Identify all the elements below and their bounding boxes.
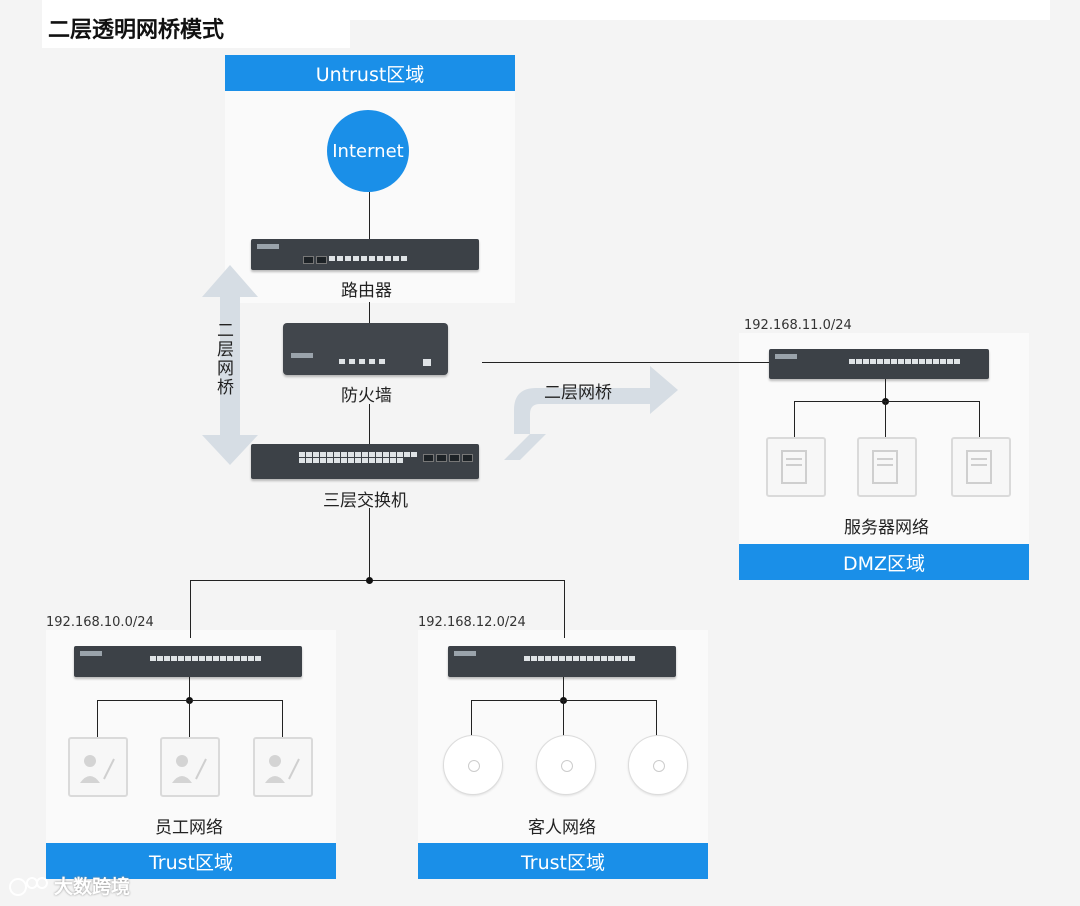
- server-icon: [766, 437, 826, 497]
- internet-router-line: [369, 192, 370, 239]
- staff-branch-right: [282, 700, 283, 738]
- guest-branch-right: [656, 700, 657, 738]
- guest-switch-ports: [524, 656, 635, 661]
- staff-switch-logo: [80, 651, 102, 656]
- l3-switch-label: 三层交换机: [323, 491, 408, 511]
- dmz-branch-left: [794, 401, 795, 437]
- distribution-line: [190, 580, 565, 581]
- l3-switch-device: [251, 444, 479, 479]
- firewall-dmz-line: [482, 362, 770, 363]
- l3-switch-ports: [299, 452, 419, 463]
- access-point-icon: [443, 735, 503, 795]
- guest-switch-logo: [454, 651, 476, 656]
- staff-net-label: 员工网络: [155, 818, 223, 838]
- staff-branch: [97, 700, 283, 701]
- dmz-stem: [885, 379, 886, 402]
- vertical-bridge-arrow: [202, 265, 258, 465]
- horizontal-bridge-arrow: [504, 366, 678, 460]
- firewall-wan-port: [423, 359, 431, 366]
- to-guest-line: [564, 580, 565, 638]
- page-title: 二层透明网桥模式: [48, 18, 225, 43]
- access-point-icon: [536, 735, 596, 795]
- vertical-bridge-label: 二层网桥: [217, 321, 234, 398]
- title-bg: [42, 10, 350, 48]
- junction-dot: [366, 577, 373, 584]
- server-net-label: 服务器网络: [844, 518, 929, 538]
- dmz-switch-logo: [775, 354, 797, 359]
- router-label: 路由器: [341, 281, 392, 301]
- internet-label: Internet: [332, 140, 404, 162]
- untrust-zone-band: Untrust区域: [225, 55, 515, 91]
- guest-net-label: 客人网络: [528, 818, 596, 838]
- watermark: 大数跨境: [8, 872, 130, 899]
- guest-trust-zone-band: Trust区域: [418, 843, 708, 879]
- firewall-device: [283, 323, 448, 375]
- staff-stem: [189, 677, 190, 701]
- firewall-switch-line: [369, 404, 370, 444]
- router-ports: [303, 256, 407, 264]
- router-firewall-line: [369, 302, 370, 324]
- employee-icon: [160, 737, 220, 797]
- employee-icon: [253, 737, 313, 797]
- dmz-subnet: 192.168.11.0/24: [744, 318, 852, 333]
- server-icon: [857, 437, 917, 497]
- access-point-icon: [628, 735, 688, 795]
- l3-switch-sfp: [423, 454, 473, 462]
- guest-stem: [563, 677, 564, 701]
- staff-trust-zone-band: Trust区域: [46, 843, 336, 879]
- internet-node: Internet: [327, 110, 409, 192]
- firewall-logo: [291, 353, 313, 358]
- dmz-branch-right: [979, 401, 980, 437]
- guest-switch-device: [448, 646, 676, 677]
- employee-icon: [68, 737, 128, 797]
- firewall-label: 防火墙: [341, 386, 392, 406]
- guest-subnet: 192.168.12.0/24: [418, 615, 526, 630]
- dmz-zone-band: DMZ区域: [739, 544, 1029, 580]
- dmz-switch-ports: [849, 359, 960, 364]
- watermark-text: 大数跨境: [54, 876, 131, 898]
- watermark-logo-icon: [9, 876, 48, 896]
- server-icon: [951, 437, 1011, 497]
- staff-subnet: 192.168.10.0/24: [46, 615, 154, 630]
- router-device: [251, 239, 479, 270]
- staff-switch-device: [74, 646, 302, 677]
- staff-branch-left: [97, 700, 98, 738]
- router-logo: [257, 244, 279, 249]
- dmz-branch: [794, 401, 980, 402]
- guest-branch-left: [471, 700, 472, 738]
- staff-branch-mid: [189, 700, 190, 738]
- dmz-switch-device: [769, 349, 989, 379]
- guest-branch-mid: [563, 700, 564, 738]
- staff-switch-ports: [150, 656, 261, 661]
- horizontal-bridge-label: 二层网桥: [544, 383, 612, 403]
- guest-branch: [471, 700, 657, 701]
- dmz-branch-mid: [885, 401, 886, 437]
- firewall-ports: [339, 359, 385, 364]
- switch-down-line: [369, 508, 370, 580]
- to-staff-line: [190, 580, 191, 638]
